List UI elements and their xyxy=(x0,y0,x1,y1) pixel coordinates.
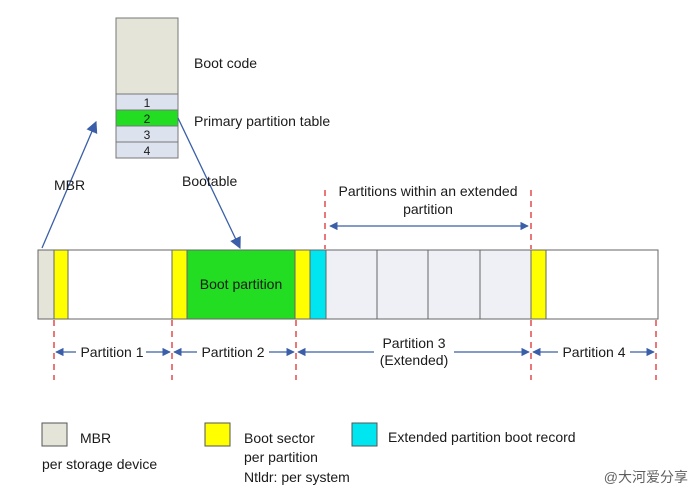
partition1-label: Partition 1 xyxy=(80,344,143,360)
logical-partition-3 xyxy=(427,249,481,320)
mbr-arrow xyxy=(41,120,98,249)
partition-table-row-4 xyxy=(115,141,179,159)
legend-boot-sector-sub2: Ntldr: per system xyxy=(244,469,350,485)
legend-boot-sector-swatch xyxy=(204,422,231,447)
logical-partition-2 xyxy=(376,249,429,320)
mbr-stack: 1 2 3 4 Boot code Primary partition tabl… xyxy=(115,17,330,159)
partition1-body xyxy=(67,249,173,320)
partition1-label-bg xyxy=(76,342,146,360)
boot-sector-p3 xyxy=(294,249,311,320)
extended-boot-record xyxy=(309,249,327,320)
legend-boot-sector-sub1: per partition xyxy=(244,449,318,465)
partition2-label: Partition 2 xyxy=(201,344,264,360)
partition4-label: Partition 4 xyxy=(562,344,625,360)
boot-sector-p4 xyxy=(530,249,547,320)
legend-ebr-label: Extended partition boot record xyxy=(388,429,576,445)
partition2-label-bg xyxy=(197,342,269,360)
mbr-segment xyxy=(37,249,55,320)
row-number-2: 2 xyxy=(144,112,151,126)
logical-partition-1 xyxy=(325,249,378,320)
boot-code-block xyxy=(115,17,179,95)
boot-sector-p2 xyxy=(171,249,188,320)
boot-sector-p1 xyxy=(53,249,69,320)
boot-code-label: Boot code xyxy=(194,55,257,71)
boot-partition-label: Boot partition xyxy=(200,276,283,292)
bootable-label: Bootable xyxy=(182,173,237,189)
partition3-label-line1: Partition 3 xyxy=(382,335,445,351)
disk-strip: Boot partition xyxy=(37,249,659,320)
bootable-arrow xyxy=(177,117,241,250)
boundary-lines xyxy=(53,190,657,380)
partition3-label-bg xyxy=(374,334,454,370)
legend-mbr-sub: per storage device xyxy=(42,456,157,472)
row-number-4: 4 xyxy=(144,144,151,158)
extended-group-label-line2: partition xyxy=(403,201,453,217)
watermark: @大河爱分享 xyxy=(604,469,688,485)
row-number-1: 1 xyxy=(144,96,151,110)
legend-boot-sector-label: Boot sector xyxy=(244,430,315,446)
partition3-label-line2: (Extended) xyxy=(380,352,448,368)
primary-partition-table-label: Primary partition table xyxy=(194,113,330,129)
logical-partition-4 xyxy=(479,249,532,320)
mbr-arrow-label: MBR xyxy=(54,177,85,193)
row-number-3: 3 xyxy=(144,128,151,142)
legend: MBR per storage device Boot sector per p… xyxy=(41,422,576,485)
legend-mbr-swatch xyxy=(41,422,68,447)
extended-group-label-line1: Partitions within an extended xyxy=(339,183,518,199)
legend-ebr-swatch xyxy=(351,422,378,447)
partition4-body xyxy=(545,249,659,320)
legend-mbr-label: MBR xyxy=(80,430,111,446)
partition4-label-bg xyxy=(558,342,630,360)
